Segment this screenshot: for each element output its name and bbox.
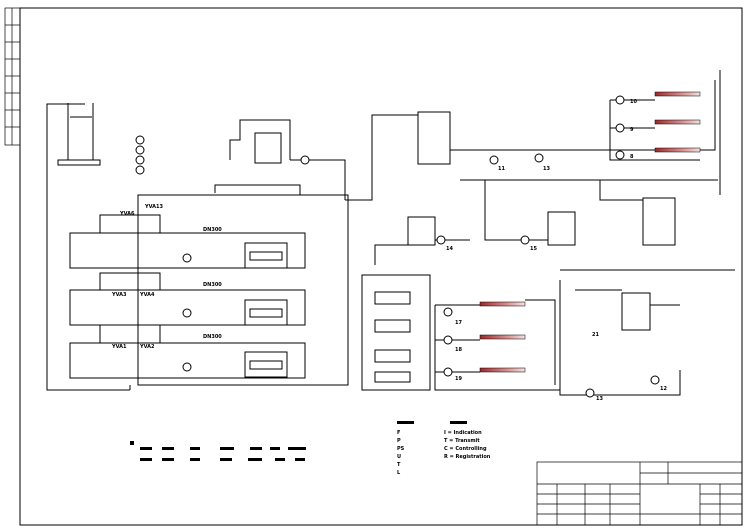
pump-label: 13	[543, 166, 550, 172]
raw-water-tank	[57, 103, 101, 166]
equipment	[57, 91, 701, 398]
storage-tank-1	[417, 111, 451, 165]
legend-item: I = Indication	[444, 430, 482, 436]
pipe-label: DN300	[203, 282, 222, 288]
pump-label: 13	[596, 396, 603, 402]
legend-item: T	[397, 462, 401, 468]
legend-item: U	[397, 454, 401, 460]
legend-item: C = Controlling	[444, 446, 487, 452]
valve-label: YVA2	[139, 344, 155, 350]
pipe-label: DN300	[203, 227, 222, 233]
filter-tank	[254, 132, 282, 164]
legend-item: L	[397, 470, 401, 476]
pump-label: 18	[455, 347, 462, 353]
drawing-frame	[4, 7, 743, 526]
membrane-units	[244, 242, 288, 378]
pump-label: 21	[592, 332, 599, 338]
abbreviation-legend: F P PS U T L	[397, 421, 414, 476]
legend-item: PS	[397, 446, 405, 452]
storage-tank-5	[621, 292, 651, 331]
pump-label: 12	[660, 386, 667, 392]
labels: YVA6 YVA13 YVA3 YVA1 YVA4 YVA2 DN300 DN3…	[111, 99, 667, 402]
storage-tank-2	[407, 216, 436, 246]
title-block	[536, 461, 743, 526]
pump-label: 10	[630, 99, 637, 105]
pump-label: 17	[455, 320, 462, 326]
function-legend: I = Indication T = Transmit C = Controll…	[444, 421, 491, 460]
storage-tank-4	[642, 197, 676, 246]
pump-icons	[135, 95, 660, 398]
valve-label: YVA13	[144, 204, 163, 210]
pipe-label: DN300	[203, 334, 222, 340]
legend-item: T = Transmit	[444, 438, 480, 444]
legend-item: P	[397, 438, 401, 444]
symbol-legend	[130, 441, 306, 461]
valve-label: YVA3	[111, 292, 127, 298]
pump-label: 8	[630, 154, 634, 160]
valve-label: YVA1	[111, 344, 127, 350]
legend-item: F	[397, 430, 400, 436]
pump-label: 19	[455, 376, 462, 382]
pump-label: 15	[530, 246, 537, 252]
storage-tank-3	[547, 211, 576, 246]
piping	[46, 70, 735, 396]
pump-label: 11	[498, 166, 505, 172]
valve-label: YVA4	[139, 292, 155, 298]
pump-label: 14	[446, 246, 453, 252]
heated-modules	[479, 91, 701, 373]
valve-label: YVA6	[119, 211, 135, 217]
legend-item: R = Registration	[444, 454, 491, 460]
pump-label: 9	[630, 127, 634, 133]
